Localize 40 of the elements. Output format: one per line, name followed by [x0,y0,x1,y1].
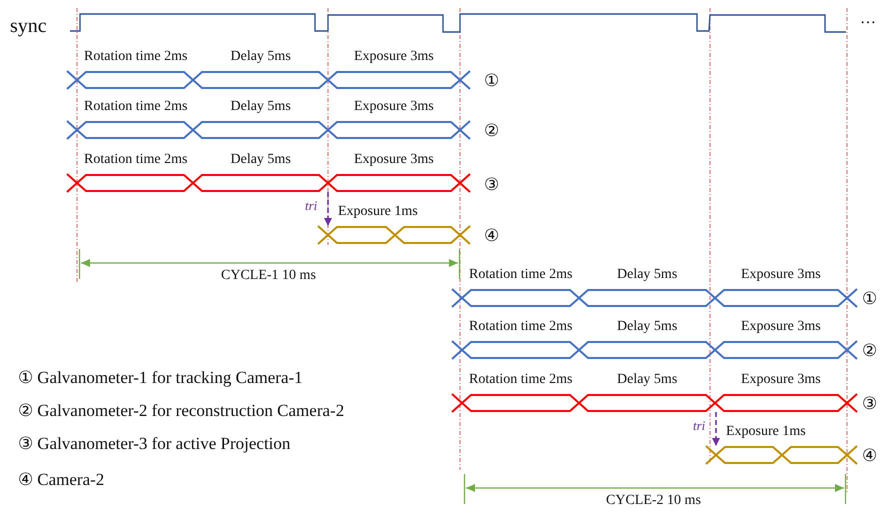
segment-label: Rotation time 2ms [84,49,188,65]
segment-label: Exposure 3ms [741,372,821,388]
segment-label: Exposure 3ms [354,99,434,115]
legend-text: ④ Camera-2 [18,470,104,489]
edge-label: tri [693,418,706,433]
dimension-label: CYCLE-1 10 ms [221,268,316,284]
segment-label: Delay 5ms [617,372,678,388]
trigger-arrow [710,412,722,446]
segment-label: Exposure 1ms [338,204,418,220]
segment-label: Exposure 1ms [726,424,806,440]
segment-label: Exposure 3ms [354,49,434,65]
row-number: ③ [862,394,877,413]
legend-text: ① Galvanometer-1 for tracking Camera-1 [18,368,303,387]
segment-label: Delay 5ms [230,99,291,115]
legend-text: ② Galvanometer-2 for reconstruction Camera-2 [18,401,344,420]
segment-label: Rotation time 2ms [84,152,188,168]
segment-label: Rotation time 2ms [469,267,572,283]
signal-name: sync [10,15,47,37]
segment-label: Delay 5ms [617,319,678,335]
ellipsis: … [860,10,876,28]
row-number: ④ [484,226,499,245]
dimension-label: CYCLE-2 10 ms [606,493,701,509]
trigger-arrow [322,192,334,226]
row-number: ① [484,71,499,90]
segment-label: Delay 5ms [230,152,291,168]
segment-label: Rotation time 2ms [84,99,188,115]
row-number: ② [862,341,877,360]
segment-label: Rotation time 2ms [469,319,572,335]
segment-label: Exposure 3ms [741,319,821,335]
segment-label: Exposure 3ms [354,152,434,168]
edge-label: tri [305,198,318,213]
row-number: ④ [862,446,877,465]
segment-label: Rotation time 2ms [469,372,572,388]
row-number: ② [484,121,499,140]
legend-text: ③ Galvanometer-3 for active Projection [18,434,290,453]
row-number: ① [862,289,877,308]
segment-label: Delay 5ms [230,49,291,65]
row-number: ③ [484,175,499,194]
segment-label: Delay 5ms [617,267,678,283]
segment-label: Exposure 3ms [741,267,821,283]
